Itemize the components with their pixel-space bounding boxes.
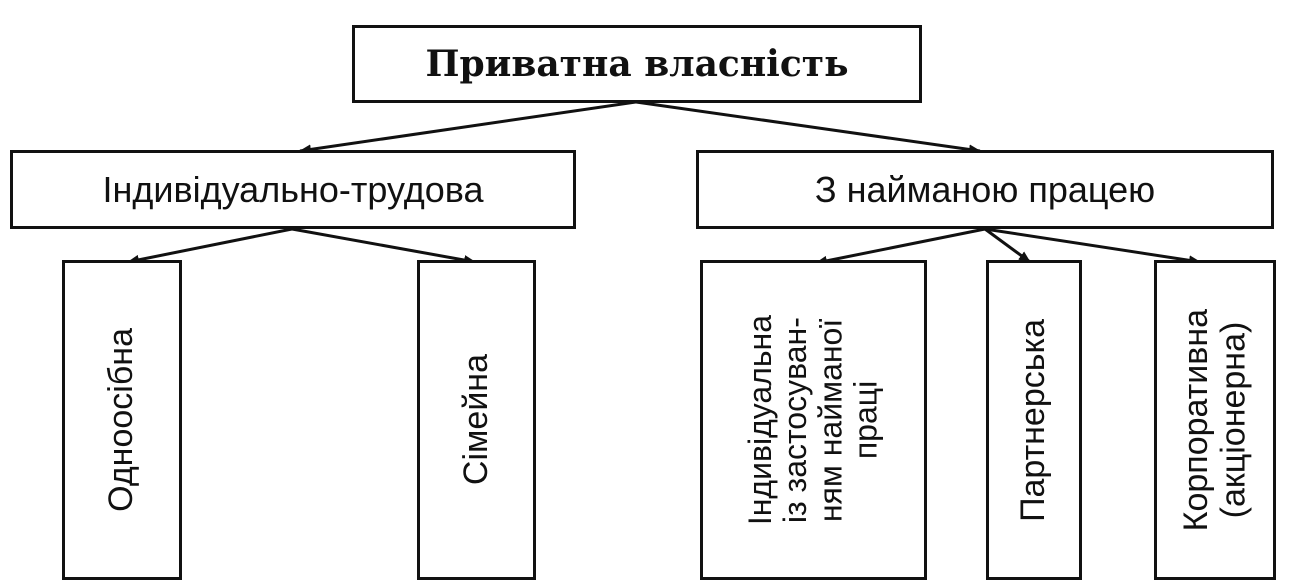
sole-proprietorship-label: Одноосібна bbox=[102, 328, 141, 512]
arrow-root-to-individual-labor bbox=[299, 100, 637, 155]
sole-proprietorship-box: Одноосібна bbox=[62, 260, 182, 580]
arrow-hired-to-individual-hired bbox=[815, 227, 986, 266]
individual-hired-labor-label: Індивідуальна із застосуван- ням наймано… bbox=[742, 314, 884, 526]
family-box: Сімейна bbox=[417, 260, 536, 580]
partnership-label: Партнерська bbox=[1014, 318, 1053, 522]
arrow-root-to-hired-labor bbox=[635, 100, 981, 155]
corporate-box: Корпоративна (акціонерна) bbox=[1154, 260, 1276, 580]
corporate-label: Корпоративна (акціонерна) bbox=[1176, 308, 1252, 532]
hired-labor-box: З найманою працею bbox=[696, 150, 1274, 229]
individual-labor-box: Індивідуально-трудова bbox=[10, 150, 576, 229]
individual-labor-label: Індивідуально-трудова bbox=[102, 168, 484, 210]
arrow-hired-to-corporate bbox=[984, 227, 1201, 266]
family-label: Сімейна bbox=[456, 354, 495, 486]
individual-hired-labor-box: Індивідуальна із застосуван- ням наймано… bbox=[700, 260, 927, 580]
root-label: Приватна власність bbox=[425, 43, 849, 85]
arrow-individual-to-family bbox=[291, 227, 476, 265]
arrow-individual-to-sole bbox=[127, 227, 293, 265]
root-private-property-box: Приватна власність bbox=[352, 25, 922, 103]
hired-labor-label: З найманою працею bbox=[814, 168, 1156, 210]
arrow-hired-to-partnership bbox=[984, 227, 1031, 264]
partnership-box: Партнерська bbox=[986, 260, 1082, 580]
